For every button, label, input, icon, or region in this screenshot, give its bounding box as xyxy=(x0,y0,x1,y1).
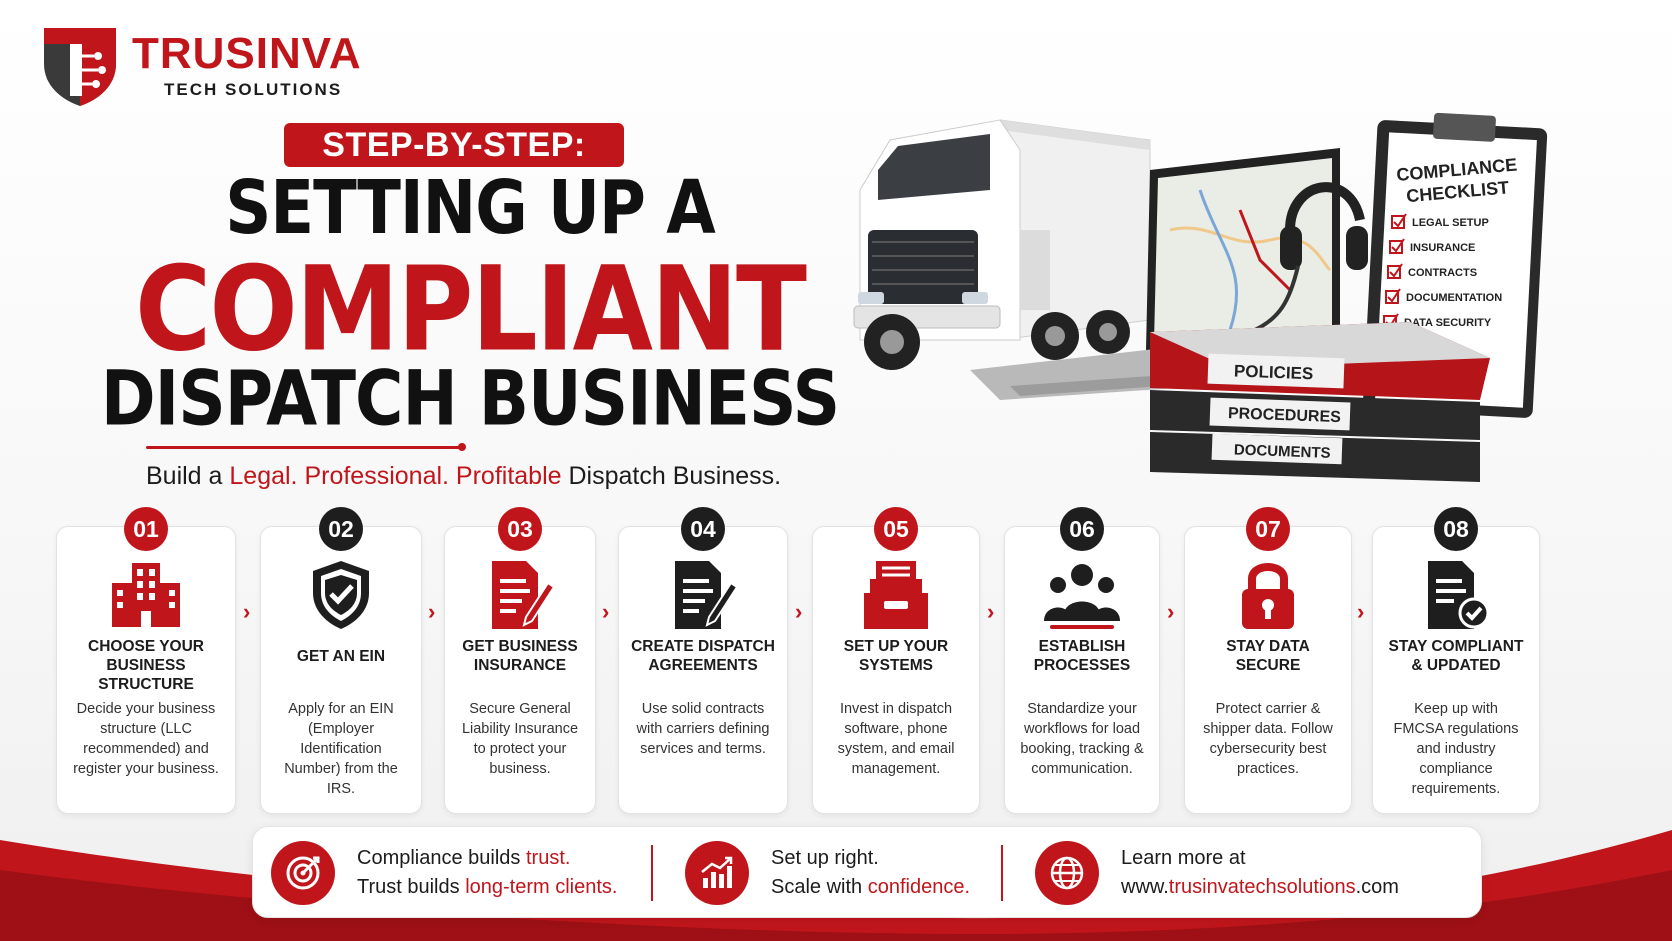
team-icon xyxy=(1044,559,1120,631)
step-number-badge: 07 xyxy=(1246,507,1290,551)
footer-website-link[interactable]: www.trusinvatechsolutions.com xyxy=(1121,876,1399,898)
contract-pen-icon xyxy=(665,559,741,631)
footer-learn-more: Learn more at xyxy=(1121,847,1246,869)
checklist-item-3: CONTRACTS xyxy=(1408,267,1477,279)
footer-scale-line-1: Set up right. xyxy=(771,847,879,869)
step-description: Apply for an EIN (Employer Identificatio… xyxy=(284,701,398,797)
shield-check-icon xyxy=(303,559,379,631)
chevron-right-icon: › xyxy=(1357,599,1365,624)
padlock-icon xyxy=(1230,559,1306,631)
checklist-item-4: DOCUMENTATION xyxy=(1406,292,1502,304)
checklist-item-1: LEGAL SETUP xyxy=(1412,217,1489,229)
headline-line-2: COMPLIANT xyxy=(135,240,807,378)
step-description: Secure General Liability Insurance to pr… xyxy=(461,701,579,777)
step-number-badge: 08 xyxy=(1434,507,1478,551)
step-description: Protect carrier & shipper data. Follow c… xyxy=(1203,701,1333,777)
step-title: GET AN EIN xyxy=(296,648,386,665)
headline-line-1: SETTING UP A xyxy=(225,166,715,252)
chevron-right-icon: › xyxy=(795,599,803,624)
brand-name: TRUSINVA xyxy=(132,29,362,78)
step-title: STAY COMPLIANT& UPDATED xyxy=(1388,638,1524,674)
document-check-icon xyxy=(1418,559,1494,631)
footer-segment-website: Learn more at www.trusinvatechsolutions.… xyxy=(1035,839,1399,907)
chevron-right-icon: › xyxy=(243,599,251,624)
footer-segment-scale: Set up right. Scale with confidence. xyxy=(685,839,970,907)
compliance-checklist-image: COMPLIANCE CHECKLIST LEGAL SETUP INSURAN… xyxy=(1362,112,1548,418)
file-cabinet-icon xyxy=(858,559,934,631)
target-icon xyxy=(271,841,335,905)
footer-divider-2 xyxy=(1001,845,1003,901)
chevron-right-icon: › xyxy=(1167,599,1175,624)
building-icon xyxy=(108,559,184,631)
footer-trust-line-2: Trust builds long-term clients. xyxy=(357,876,618,898)
footer-scale-line-2: Scale with confidence. xyxy=(771,876,971,898)
checklist-item-2: INSURANCE xyxy=(1410,242,1475,254)
chevron-right-icon: › xyxy=(987,599,995,624)
globe-icon xyxy=(1035,841,1099,905)
step-description: Use solid contracts with carriers defini… xyxy=(636,701,770,757)
step-number-badge: 06 xyxy=(1060,507,1104,551)
tagline: Build a Legal. Professional. Profitable … xyxy=(146,462,782,490)
step-description: Decide your business structure (LLC reco… xyxy=(73,701,219,777)
brand-logo: TRUSINVA TECH SOLUTIONS xyxy=(40,24,362,108)
brand-subtitle: TECH SOLUTIONS xyxy=(164,80,343,99)
truck-image xyxy=(853,119,1151,370)
binders-image: DOCUMENTS PROCEDURES POLICIES xyxy=(1150,322,1490,482)
step-number-badge: 03 xyxy=(498,507,542,551)
step-number-badge: 01 xyxy=(124,507,168,551)
growth-chart-icon xyxy=(685,841,749,905)
binder-procedures: PROCEDURES xyxy=(1228,405,1342,426)
footer-segment-trust: Compliance builds trust. Trust builds lo… xyxy=(271,839,617,907)
footer-bar: Compliance builds trust. Trust builds lo… xyxy=(252,826,1482,918)
step-description: Standardize your workflows for load book… xyxy=(1020,701,1144,777)
checklist-item-5: DATA SECURITY xyxy=(1404,317,1492,329)
brand-shield-icon xyxy=(44,28,116,106)
chevron-right-icon: › xyxy=(428,599,436,624)
step-number-badge: 02 xyxy=(319,507,363,551)
chevron-right-icon: › xyxy=(602,599,610,624)
document-pen-icon xyxy=(482,559,558,631)
headline-line-3: DISPATCH BUSINESS xyxy=(100,354,840,443)
step-by-step-pill: STEP-BY-STEP: xyxy=(284,123,624,167)
footer-trust-line-1: Compliance builds trust. xyxy=(357,847,571,869)
binder-documents: DOCUMENTS xyxy=(1234,442,1331,462)
footer-divider-1 xyxy=(651,845,653,901)
headline-underline xyxy=(146,443,466,451)
step-description: Keep up with FMCSA regulations and indus… xyxy=(1393,701,1519,797)
binder-policies: POLICIES xyxy=(1234,362,1314,384)
step-description: Invest in dispatch software, phone syste… xyxy=(837,701,955,777)
step-number-badge: 05 xyxy=(874,507,918,551)
step-number-badge: 04 xyxy=(681,507,725,551)
hero-illustration: COMPLIANCE CHECKLIST LEGAL SETUP INSURAN… xyxy=(853,112,1548,482)
